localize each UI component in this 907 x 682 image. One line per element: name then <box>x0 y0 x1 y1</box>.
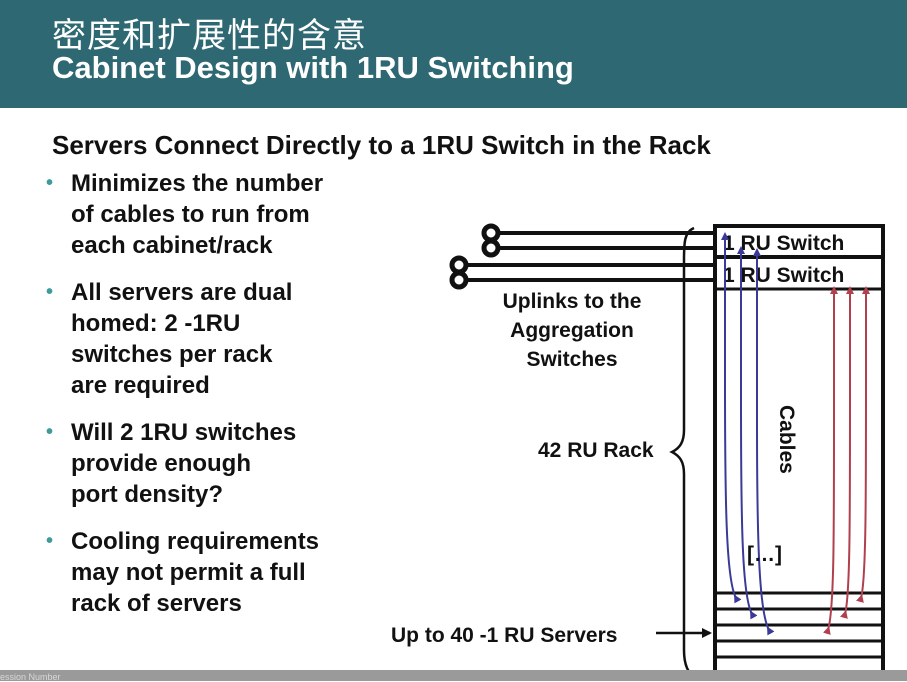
slide-subtitle: Servers Connect Directly to a 1RU Switch… <box>52 130 711 160</box>
title-english: Cabinet Design with 1RU Switching <box>52 50 574 85</box>
bullet-dot-icon: • <box>46 421 54 443</box>
uplinks-label-line3: Switches <box>526 348 617 371</box>
title-chinese: 密度和扩展性的含意 <box>52 16 367 56</box>
uplinks-label-line1: Uplinks to the <box>503 290 642 313</box>
footer-session-number: ession Number <box>0 672 61 682</box>
rack-brace <box>669 226 697 680</box>
servers-label: Up to 40 -1 RU Servers <box>391 624 617 647</box>
red-cable-arrow <box>823 286 838 635</box>
uplink-connector-icon <box>449 255 469 290</box>
bullet-dot-icon: • <box>46 281 54 303</box>
footer-bar <box>0 670 907 681</box>
ellipsis-label: […] <box>747 543 782 566</box>
rack-label: 42 RU Rack <box>538 439 654 462</box>
blue-cable-arrow <box>737 246 758 620</box>
cables-label: Cables <box>775 405 798 474</box>
red-cable-arrow <box>840 286 854 619</box>
uplinks-label-line2: Aggregation <box>510 319 634 342</box>
uplink-connector-icon <box>481 223 501 258</box>
title-bar: 密度和扩展性的含意 Cabinet Design with 1RU Switch… <box>0 0 907 108</box>
blue-cable-arrow <box>753 248 775 636</box>
red-cable-arrow <box>856 286 870 603</box>
bullet-dot-icon: • <box>46 530 54 552</box>
bullet-dot-icon: • <box>46 172 54 194</box>
blue-cable-arrow <box>721 232 742 604</box>
